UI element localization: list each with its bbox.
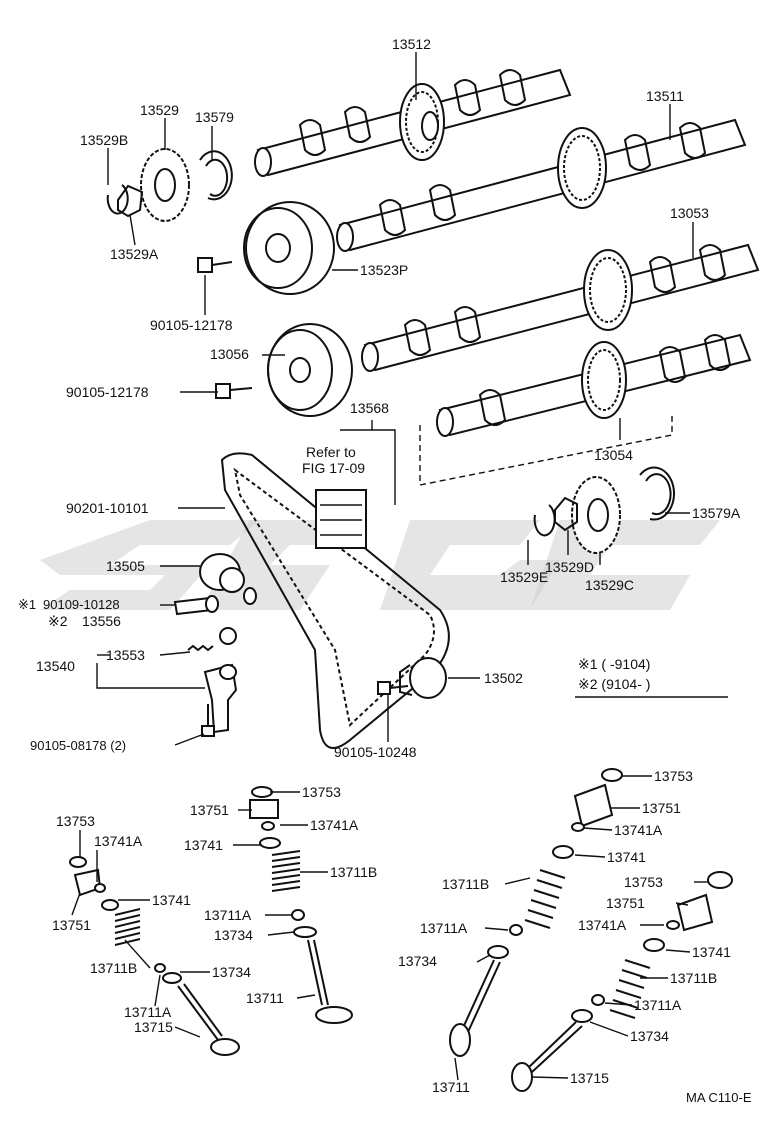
legend-line-2: ※2 (9104- ) (578, 676, 650, 692)
label-right-13753-b: 13753 (624, 874, 663, 890)
label-90201-10101: 90201-10101 (66, 500, 149, 516)
label-13054: 13054 (594, 447, 633, 463)
pulley-13056 (267, 323, 353, 417)
leader-lines (71, 52, 708, 1081)
refer-line-2: FIG 17-09 (302, 460, 365, 476)
snap-ring-13529E (533, 504, 556, 537)
label-right-13734-b: 13734 (630, 1028, 669, 1044)
label-right-13753-a: 13753 (654, 768, 693, 784)
part-labels: 13512 13511 13529 13579 13529B 13529A 13… (18, 36, 752, 1105)
label-right-13741A-b: 13741A (578, 917, 627, 933)
label-right-13741A-a: 13741A (614, 822, 663, 838)
label-13579A: 13579A (692, 505, 741, 521)
label-right-13711B-a: 13711B (442, 876, 489, 892)
label-13529D: 13529D (545, 559, 594, 575)
label-13512: 13512 (392, 36, 431, 52)
label-13529C: 13529C (585, 577, 634, 593)
timing-belt-90201-10101 (220, 452, 450, 749)
note-part-2: 13556 (82, 613, 121, 629)
label-right-13741-a: 13741 (607, 849, 646, 865)
label-13511: 13511 (646, 88, 684, 104)
label-13502: 13502 (484, 670, 523, 686)
refer-card (315, 489, 367, 549)
bolt-90105-10248 (377, 681, 409, 695)
label-left-13734: 13734 (212, 964, 251, 980)
label-90105-08178: 90105-08178 (2) (30, 738, 126, 753)
label-mid-13711A: 13711A (204, 907, 252, 923)
label-13523P: 13523P (360, 262, 408, 278)
spring-13553 (187, 627, 237, 652)
label-mid-13741A: 13741A (310, 817, 359, 833)
label-right-13734-a: 13734 (398, 953, 437, 969)
label-90105-12178-a: 90105-12178 (150, 317, 233, 333)
bolt-90105-12178-b (215, 383, 253, 399)
label-left-13711B: 13711B (90, 960, 137, 976)
label-right-13711A-a: 13711A (420, 920, 468, 936)
label-mid-13734: 13734 (214, 927, 253, 943)
label-mid-13751: 13751 (190, 802, 229, 818)
label-right-13711B-b: 13711B (670, 970, 717, 986)
note-mark-2: ※2 (48, 613, 68, 629)
valve-set-left (69, 856, 240, 1056)
label-13529B: 13529B (80, 132, 128, 148)
label-13529A: 13529A (110, 246, 159, 262)
label-13540: 13540 (36, 658, 75, 674)
label-right-13711A-b: 13711A (634, 997, 682, 1013)
bolt-13556 (173, 587, 257, 616)
label-left-13715: 13715 (134, 1019, 173, 1035)
label-mid-13711B: 13711B (330, 864, 377, 880)
gear-13529 (140, 148, 190, 222)
note-part-1: 90109-10128 (43, 597, 120, 612)
label-13529E: 13529E (500, 569, 548, 585)
valve-set-right (449, 768, 733, 1092)
label-13505: 13505 (106, 558, 145, 574)
gear-13529C (571, 476, 621, 554)
legend-line-1: ※1 ( -9104) (578, 656, 650, 672)
label-13568: 13568 (350, 400, 389, 416)
bolt-90105-08178 (201, 704, 215, 737)
label-right-13751-b: 13751 (606, 895, 645, 911)
idler-13502 (399, 657, 447, 699)
label-right-13715: 13715 (570, 1070, 609, 1086)
label-right-13711: 13711 (432, 1079, 470, 1095)
label-13529: 13529 (140, 102, 179, 118)
label-left-13711A: 13711A (124, 1004, 172, 1020)
plate-13529A (117, 184, 144, 218)
label-left-13741A: 13741A (94, 833, 143, 849)
label-left-13741: 13741 (152, 892, 191, 908)
figure-code: MA C110-E (686, 1090, 752, 1105)
snap-ring-13579A (639, 466, 676, 521)
valve-set-middle (249, 786, 353, 1024)
pulley-13523P (243, 201, 335, 295)
label-mid-13753: 13753 (302, 784, 341, 800)
label-right-13751-a: 13751 (642, 800, 681, 816)
label-left-13751: 13751 (52, 917, 91, 933)
idler-13505 (199, 553, 245, 593)
camshaft-13511 (336, 118, 747, 252)
label-13056: 13056 (210, 346, 249, 362)
label-13553: 13553 (106, 647, 145, 663)
label-mid-13741: 13741 (184, 837, 223, 853)
label-left-13753: 13753 (56, 813, 95, 829)
note-mark-1: ※1 (18, 597, 36, 612)
camshaft-13053 (361, 243, 760, 372)
label-mid-13711: 13711 (246, 990, 284, 1006)
label-90105-10248: 90105-10248 (334, 744, 417, 760)
label-right-13741-b: 13741 (692, 944, 731, 960)
camshaft-13054 (419, 333, 752, 486)
label-90105-12178-b: 90105-12178 (66, 384, 149, 400)
snap-ring-13579 (199, 150, 233, 201)
label-13053: 13053 (670, 205, 709, 221)
tensioner-13540 (203, 663, 238, 734)
refer-line-1: Refer to (306, 444, 356, 460)
bolt-90105-12178-a (197, 257, 233, 273)
camshaft-13512 (254, 68, 572, 177)
label-13579: 13579 (195, 109, 234, 125)
